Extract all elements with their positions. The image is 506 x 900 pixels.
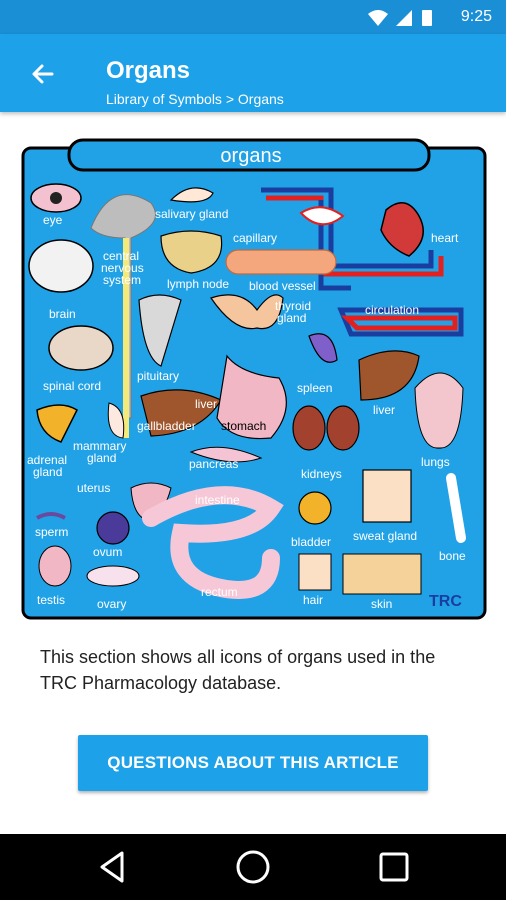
label-liver-center: liver <box>195 397 217 411</box>
status-icons <box>368 10 432 26</box>
liver-icon <box>358 350 420 401</box>
label-gallbladder: gallbladder <box>137 419 196 433</box>
label-thyroid-2: gland <box>277 311 306 325</box>
label-rectum: rectum <box>201 585 238 599</box>
label-blood-vessel: blood vessel <box>249 279 316 293</box>
trc-logo: TRC <box>429 593 462 610</box>
lymph-node-icon <box>160 230 223 274</box>
label-ovary: ovary <box>97 597 126 611</box>
sweat-gland-icon <box>362 469 412 523</box>
label-sperm: sperm <box>35 525 68 539</box>
figure-title-banner <box>67 138 431 172</box>
label-kidneys: kidneys <box>301 467 342 481</box>
label-thyroid-1: thyroid <box>275 299 311 313</box>
wifi-icon <box>368 10 388 26</box>
breadcrumb: Library of Symbols > Organs <box>106 91 284 107</box>
sperm-icon <box>36 512 66 520</box>
page-title: Organs <box>106 57 191 84</box>
capillary-icon <box>299 206 345 226</box>
nav-recents-icon[interactable] <box>374 847 414 887</box>
label-heart: heart <box>431 231 459 245</box>
app-bar: Organs Library of Symbols > Organs <box>0 34 506 112</box>
label-spinal-cord: spinal cord <box>43 379 101 393</box>
skin-icon <box>342 553 422 595</box>
label-ovum: ovum <box>93 545 122 559</box>
nav-back-icon[interactable] <box>94 847 134 887</box>
label-brain: brain <box>49 307 76 321</box>
label-uterus: uterus <box>77 481 110 495</box>
label-cns-3: system <box>103 273 141 287</box>
ovum-icon <box>96 511 130 545</box>
bladder-icon <box>298 491 332 525</box>
label-cns-1: central <box>103 249 139 263</box>
testis-icon <box>38 545 72 587</box>
label-skin: skin <box>371 597 392 611</box>
hair-icon <box>298 553 332 591</box>
stomach-icon <box>216 354 287 440</box>
blood-vessel-icon <box>225 249 337 275</box>
label-bladder: bladder <box>291 535 331 549</box>
pituitary-icon <box>138 294 182 367</box>
heart-icon <box>380 202 424 257</box>
battery-icon <box>422 10 432 26</box>
label-sweat-gland: sweat gland <box>353 529 417 543</box>
label-circulation: circulation <box>365 303 419 317</box>
navigation-bar <box>0 834 506 900</box>
spinal-cord-icon <box>48 325 114 371</box>
organs-illustration: organs <box>21 138 487 620</box>
intestine-icon <box>142 486 284 599</box>
label-cns-2: nervous <box>101 261 144 275</box>
label-intestine: intestine <box>195 493 240 507</box>
lungs-icon <box>414 372 464 449</box>
adrenal-gland-icon <box>36 404 78 443</box>
label-spleen: spleen <box>297 381 332 395</box>
label-bone: bone <box>439 549 466 563</box>
label-pituitary: pituitary <box>137 369 179 383</box>
label-salivary-gland: salivary gland <box>155 207 228 221</box>
label-mammary-2: gland <box>87 451 116 465</box>
bone-icon <box>446 473 466 543</box>
figure-title: organs <box>220 145 281 167</box>
label-testis: testis <box>37 593 65 607</box>
label-stomach: stomach <box>221 419 266 433</box>
label-lungs: lungs <box>421 455 450 469</box>
brain-icon <box>28 239 94 293</box>
signal-icon <box>396 10 412 26</box>
section-description: This section shows all icons of organs u… <box>40 647 436 693</box>
label-pancreas: pancreas <box>189 457 238 471</box>
kidneys-icon <box>292 405 326 451</box>
label-adrenal-2: gland <box>33 465 62 479</box>
label-mammary-1: mammary <box>73 439 126 453</box>
thyroid-gland-icon <box>210 294 284 330</box>
nav-home-icon[interactable] <box>233 847 273 887</box>
status-time: 9:25 <box>460 8 492 25</box>
label-capillary: capillary <box>233 231 277 245</box>
spleen-icon <box>308 333 338 363</box>
label-liver: liver <box>373 403 395 417</box>
label-lymph-node: lymph node <box>167 277 229 291</box>
cns-icon <box>90 194 156 419</box>
questions-about-article-button[interactable]: QUESTIONS ABOUT THIS ARTICLE <box>78 735 428 791</box>
mammary-gland-icon <box>107 402 125 439</box>
label-hair: hair <box>303 593 323 607</box>
ovary-icon <box>86 565 140 587</box>
label-eye: eye <box>43 213 63 227</box>
label-adrenal-1: adrenal <box>27 453 67 467</box>
status-bar: 9:25 <box>0 0 506 34</box>
salivary-gland-icon <box>169 187 214 203</box>
back-arrow-icon[interactable] <box>22 54 62 94</box>
pancreas-icon <box>189 446 263 463</box>
